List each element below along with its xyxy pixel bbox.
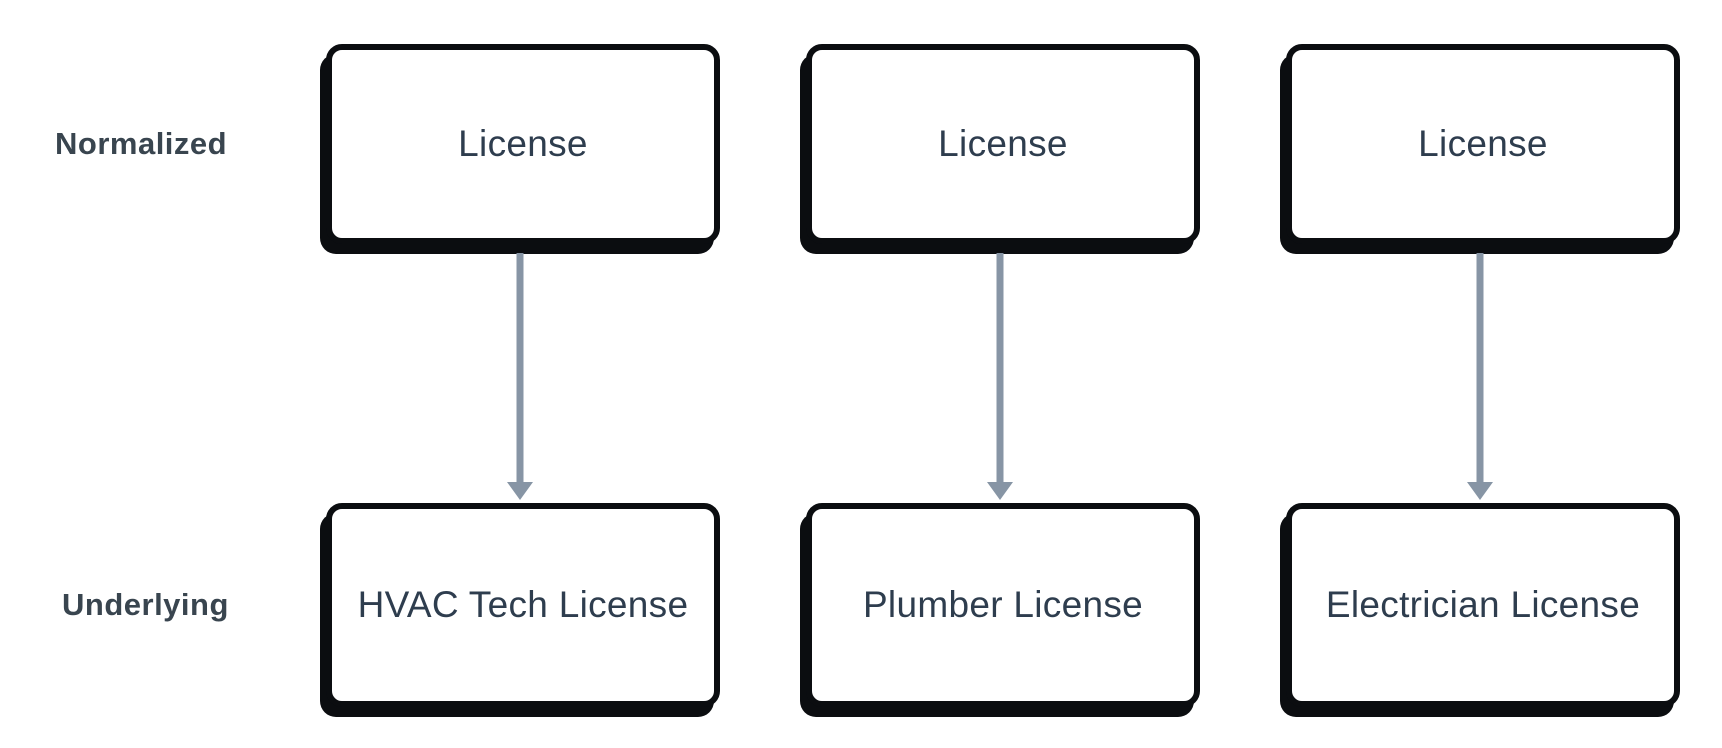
row-label-underlying: Underlying: [62, 587, 229, 622]
node-label: Electrician License: [1325, 584, 1641, 625]
arrow-head-icon: [1467, 482, 1493, 500]
node-label: HVAC Tech License: [357, 584, 689, 625]
arrow-shaft: [516, 253, 524, 482]
node-underlying-hvac-tech-license: HVAC Tech License: [326, 503, 720, 707]
node-label: License: [1418, 123, 1548, 164]
node-label: License: [938, 123, 1068, 164]
arrow-down-1: [507, 253, 533, 500]
row-label-normalized: Normalized: [55, 126, 228, 161]
node-label: Plumber License: [862, 584, 1144, 625]
arrow-down-2: [987, 253, 1013, 500]
node-underlying-plumber-license: Plumber License: [806, 503, 1200, 707]
node-label: License: [458, 123, 588, 164]
arrow-head-icon: [507, 482, 533, 500]
node-normalized-license-1: License: [326, 44, 720, 244]
arrow-shaft: [1476, 253, 1484, 482]
arrow-head-icon: [987, 482, 1013, 500]
arrow-down-3: [1467, 253, 1493, 500]
node-normalized-license-3: License: [1286, 44, 1680, 244]
node-underlying-electrician-license: Electrician License: [1286, 503, 1680, 707]
arrow-shaft: [996, 253, 1004, 482]
node-normalized-license-2: License: [806, 44, 1200, 244]
